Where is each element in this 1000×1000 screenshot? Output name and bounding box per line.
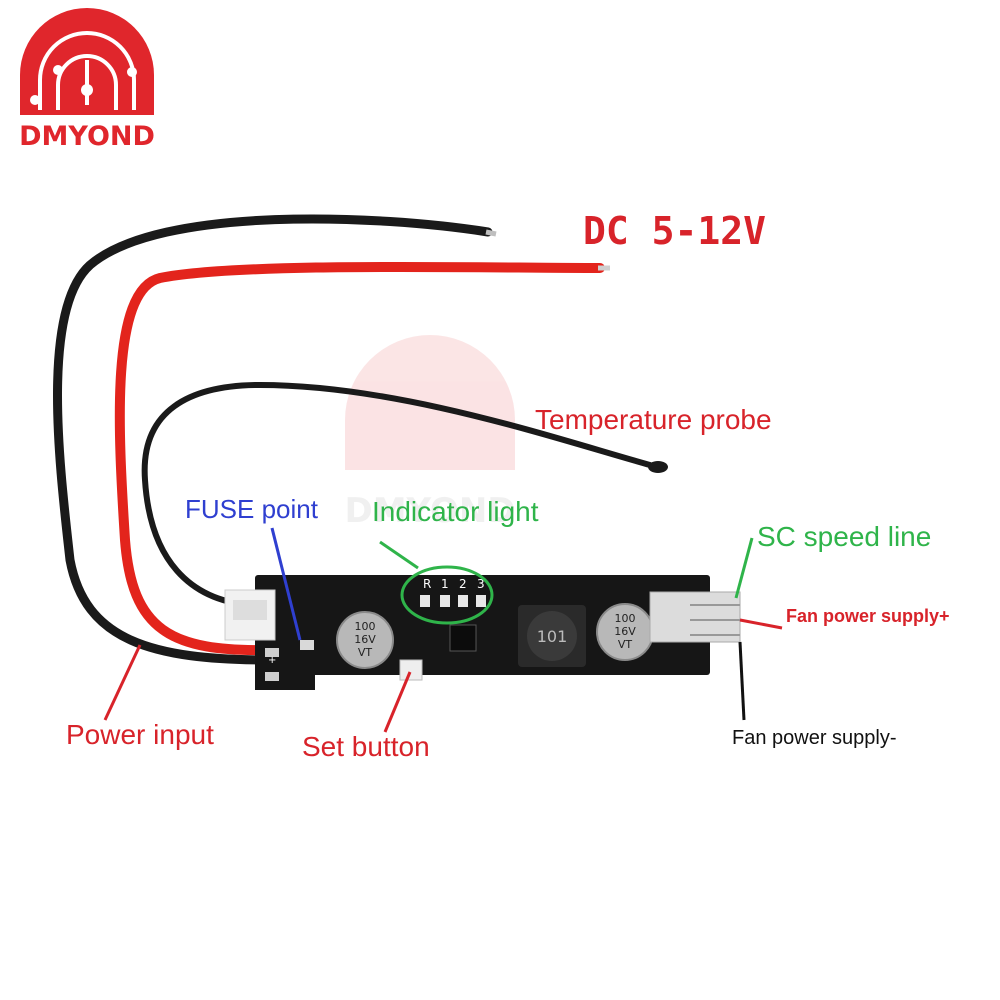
svg-text:16V: 16V [354, 633, 376, 646]
watermark-text: DMYOND [344, 491, 515, 531]
voltage-label: DC 5-12V [583, 209, 767, 253]
sc-speed-pointer [734, 537, 754, 599]
temperature-probe-wire [141, 381, 653, 608]
fan-power-minus-label: Fan power supply- [732, 727, 897, 749]
indicator-light-label: Indicator light [372, 496, 539, 527]
svg-text:+: + [268, 655, 276, 666]
svg-text:100: 100 [615, 612, 636, 625]
svg-text:2: 2 [459, 577, 467, 591]
watermark: DMYOND [344, 335, 516, 531]
sc-speed-line-label: SC speed line [757, 521, 932, 552]
svg-text:R: R [423, 577, 431, 591]
brand-logo: DMYOND [19, 8, 155, 152]
svg-text:101: 101 [537, 627, 568, 646]
pcb-board: + 100 16V VT R 1 2 3 101 100 16V VT [224, 575, 741, 690]
svg-text:16V: 16V [614, 625, 636, 638]
svg-text:VT: VT [358, 646, 373, 659]
indicator-highlight [400, 565, 494, 625]
brand-name: DMYOND [19, 121, 155, 152]
indicator-pointer [379, 540, 419, 570]
svg-text:3: 3 [477, 577, 485, 591]
fan-minus-pointer [738, 641, 746, 721]
power-wire-black [53, 214, 493, 665]
fan-plus-pointer [739, 618, 783, 630]
svg-text:100: 100 [355, 620, 376, 633]
fuse-pointer [270, 527, 302, 641]
power-input-pointer [103, 644, 142, 721]
fan-power-plus-label: Fan power supply+ [786, 606, 950, 626]
fuse-point-label: FUSE point [185, 494, 318, 524]
power-input-label: Power input [66, 719, 214, 750]
power-wire-red [114, 261, 605, 656]
svg-text:1: 1 [441, 577, 449, 591]
set-button-label: Set button [302, 731, 430, 762]
set-button-pointer [383, 671, 412, 733]
temperature-probe-label: Temperature probe [535, 404, 772, 435]
svg-text:VT: VT [618, 638, 633, 651]
